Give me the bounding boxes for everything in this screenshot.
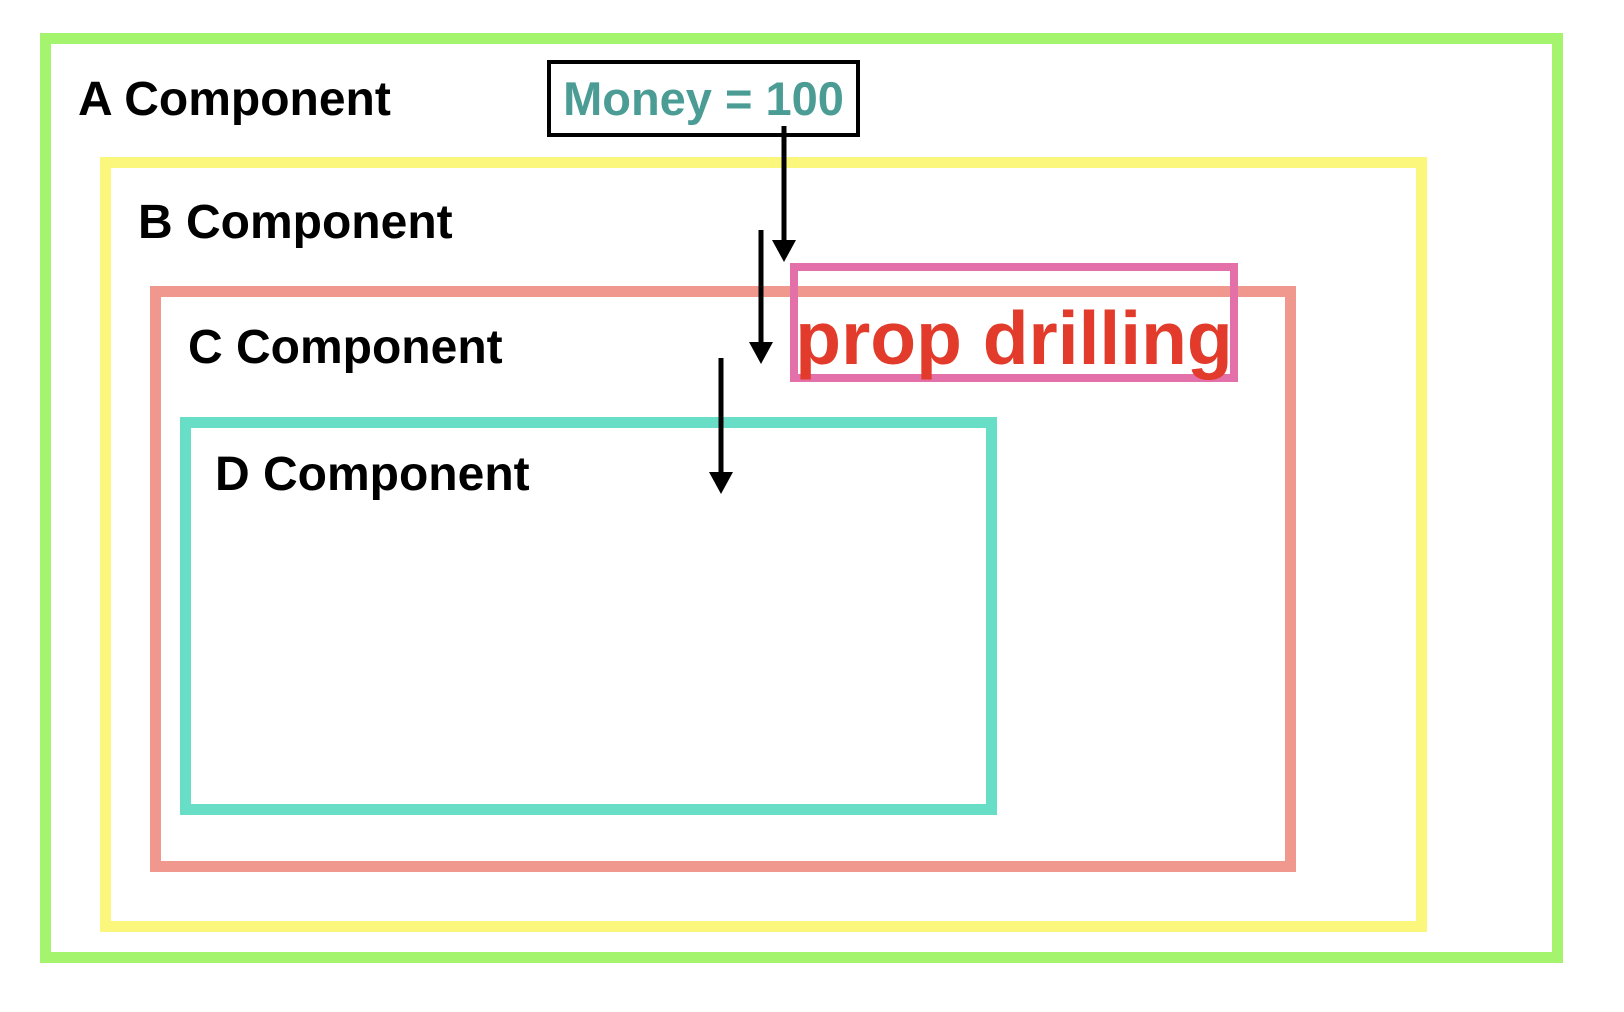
state-value-box: Money = 100 [547,60,860,137]
component-a-label: A Component [78,73,391,126]
component-d-box [180,417,997,815]
prop-drilling-text: prop drilling [795,295,1233,380]
component-a-box [40,33,1563,963]
state-value-text: Money = 100 [563,72,844,125]
prop-drilling-annotation-box: prop drilling [790,263,1238,382]
component-c-box [150,286,1296,872]
component-b-label: B Component [138,196,453,249]
component-d-label: D Component [215,448,530,501]
component-b-box [100,157,1427,932]
component-c-label: C Component [188,321,503,374]
